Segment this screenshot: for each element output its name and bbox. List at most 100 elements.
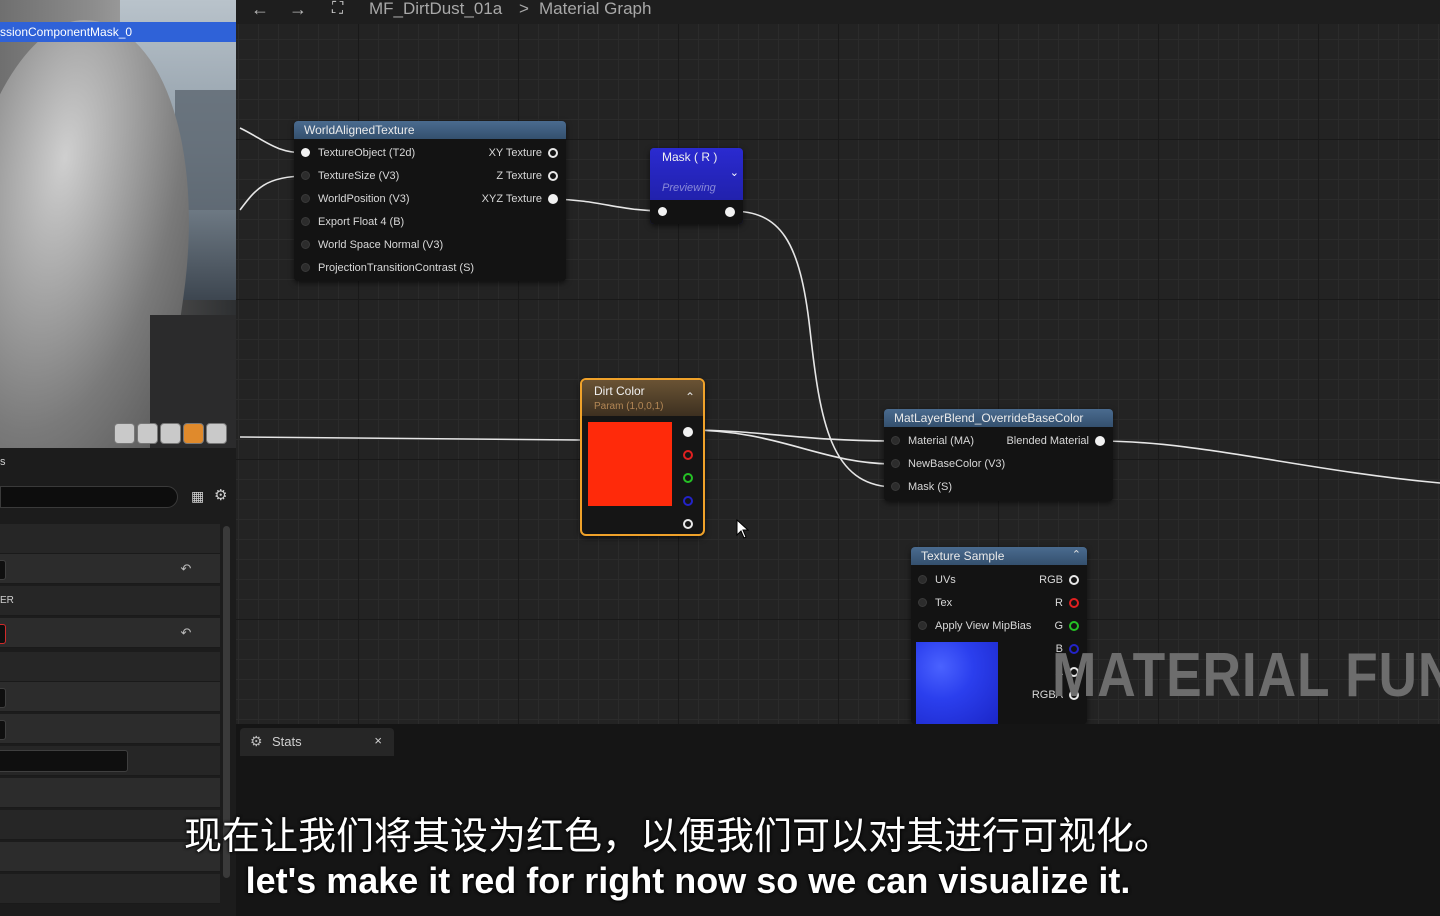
back-arrow-icon[interactable]: ← — [251, 0, 269, 19]
output-pin[interactable] — [725, 207, 735, 217]
output-pin-r[interactable] — [683, 450, 693, 460]
output-pin-a[interactable] — [683, 519, 693, 529]
preview-viewport[interactable]: ssionComponentMask_0 — [0, 0, 236, 448]
pin-label: XY Texture — [488, 147, 542, 159]
pin-label: RGB — [1039, 574, 1063, 586]
pin-label: Z Texture — [496, 170, 542, 182]
input-pin[interactable] — [658, 207, 667, 216]
value-field[interactable] — [0, 720, 6, 740]
pin-row: TextureSize (V3) Z Texture — [294, 166, 566, 186]
input-pin[interactable] — [918, 598, 927, 607]
node-param-value: Param (1,0,0,1) — [594, 401, 664, 412]
output-pin[interactable] — [548, 194, 558, 204]
material-graph-canvas[interactable] — [236, 0, 1440, 724]
output-pin[interactable] — [1069, 667, 1079, 677]
input-pin[interactable] — [891, 436, 900, 445]
details-row — [0, 842, 220, 872]
output-pin[interactable] — [1069, 598, 1079, 608]
close-icon[interactable]: × — [374, 733, 382, 748]
output-pin-g[interactable] — [683, 473, 693, 483]
node-pin-area — [650, 200, 743, 224]
text-field[interactable] — [0, 750, 128, 772]
node-texture-sample[interactable]: Texture Sample ⌃ UVs RGB Tex R Apply Vie… — [911, 547, 1087, 724]
pin-row: NewBaseColor (V3) — [884, 454, 1113, 474]
node-previewing-label: Previewing — [662, 182, 716, 194]
pin-row: Mask (S) — [884, 477, 1113, 497]
cube-icon[interactable] — [183, 423, 204, 444]
details-search-input[interactable] — [0, 486, 178, 508]
details-row — [0, 778, 220, 808]
pin-row: Tex R — [911, 593, 1087, 613]
details-row — [0, 652, 220, 682]
details-row — [0, 524, 220, 554]
pin-row: RGBA — [911, 685, 1087, 705]
chevron-down-icon[interactable]: ⌄ — [729, 167, 739, 179]
pin-label: Tex — [935, 597, 953, 609]
input-pin[interactable] — [301, 148, 310, 157]
pin-label: G — [1054, 620, 1063, 632]
details-scrollbar[interactable] — [223, 526, 230, 878]
input-pin[interactable] — [891, 459, 900, 468]
pin-row: WorldPosition (V3) XYZ Texture — [294, 189, 566, 209]
details-row: ER — [0, 586, 220, 616]
details-row-label: ER — [0, 595, 14, 606]
details-row — [0, 746, 220, 776]
input-pin[interactable] — [301, 194, 310, 203]
details-panel: s ▦ ⚙ ↶ ER ↶ — [0, 448, 236, 916]
output-pin-rgb[interactable] — [683, 427, 693, 437]
input-pin[interactable] — [918, 575, 927, 584]
output-pin[interactable] — [1095, 436, 1105, 446]
sphere-icon[interactable] — [137, 423, 158, 444]
node-component-mask[interactable]: Mask ( R ) ⌄ Previewing — [650, 148, 743, 224]
table-view-icon[interactable]: ▦ — [191, 488, 205, 504]
output-pin[interactable] — [1069, 644, 1079, 654]
breadcrumb-graph[interactable]: Material Graph — [539, 0, 652, 18]
chevron-up-icon[interactable]: ⌃ — [684, 390, 695, 404]
preview-mesh-toolbar — [114, 423, 227, 445]
value-field[interactable] — [0, 560, 6, 580]
pin-row: World Space Normal (V3) — [294, 235, 566, 255]
teapot-icon[interactable] — [206, 423, 227, 444]
material-function-watermark: MATERIAL FUN — [1052, 641, 1440, 710]
pin-label: TextureObject (T2d) — [318, 147, 416, 159]
output-pin[interactable] — [1069, 690, 1079, 700]
input-pin[interactable] — [918, 621, 927, 630]
viewport-selected-node-label: ssionComponentMask_0 — [0, 22, 236, 42]
graph-toolbar — [236, 0, 1440, 24]
left-panel: ssionComponentMask_0 s ▦ ⚙ ↶ ER — [0, 0, 236, 916]
input-pin[interactable] — [301, 171, 310, 180]
value-field[interactable] — [0, 688, 6, 708]
input-pin[interactable] — [301, 263, 310, 272]
node-dirt-color-parameter[interactable]: Dirt Color Param (1,0,0,1) ⌃ — [580, 378, 705, 536]
color-swatch — [588, 422, 672, 506]
color-field[interactable] — [0, 624, 6, 644]
material-graph-icon: ⛶ — [332, 0, 344, 17]
output-pin[interactable] — [1069, 621, 1079, 631]
input-pin[interactable] — [301, 240, 310, 249]
cylinder-icon[interactable] — [114, 423, 135, 444]
output-pin[interactable] — [548, 171, 558, 181]
reset-to-default-icon[interactable]: ↶ — [180, 561, 192, 576]
node-title: MatLayerBlend_OverrideBaseColor — [884, 409, 1113, 427]
gear-icon[interactable]: ⚙ — [214, 487, 228, 504]
forward-arrow-icon[interactable]: → — [289, 0, 307, 19]
chevron-up-icon[interactable]: ⌃ — [1071, 549, 1081, 561]
breadcrumb-asset[interactable]: MF_DirtDust_01a — [369, 0, 503, 18]
reset-to-default-icon[interactable]: ↶ — [180, 625, 192, 640]
details-row: ↶ — [0, 554, 220, 584]
output-pin-b[interactable] — [683, 496, 693, 506]
input-pin[interactable] — [891, 482, 900, 491]
pin-row: ProjectionTransitionContrast (S) — [294, 258, 566, 278]
pin-label: RGBA — [1031, 689, 1063, 701]
node-mat-layer-blend[interactable]: MatLayerBlend_OverrideBaseColor Material… — [884, 409, 1113, 501]
output-pin[interactable] — [548, 148, 558, 158]
pin-label: XYZ Texture — [481, 193, 542, 205]
pin-row: Apply View MipBias G — [911, 616, 1087, 636]
node-world-aligned-texture[interactable]: WorldAlignedTexture TextureObject (T2d) … — [294, 121, 566, 281]
plane-icon[interactable] — [160, 423, 181, 444]
pin-row: A — [911, 662, 1087, 682]
pin-row: UVs RGB — [911, 570, 1087, 590]
input-pin[interactable] — [301, 217, 310, 226]
output-pin[interactable] — [1069, 575, 1079, 585]
tab-stats[interactable]: ⚙ Stats × — [240, 728, 394, 756]
